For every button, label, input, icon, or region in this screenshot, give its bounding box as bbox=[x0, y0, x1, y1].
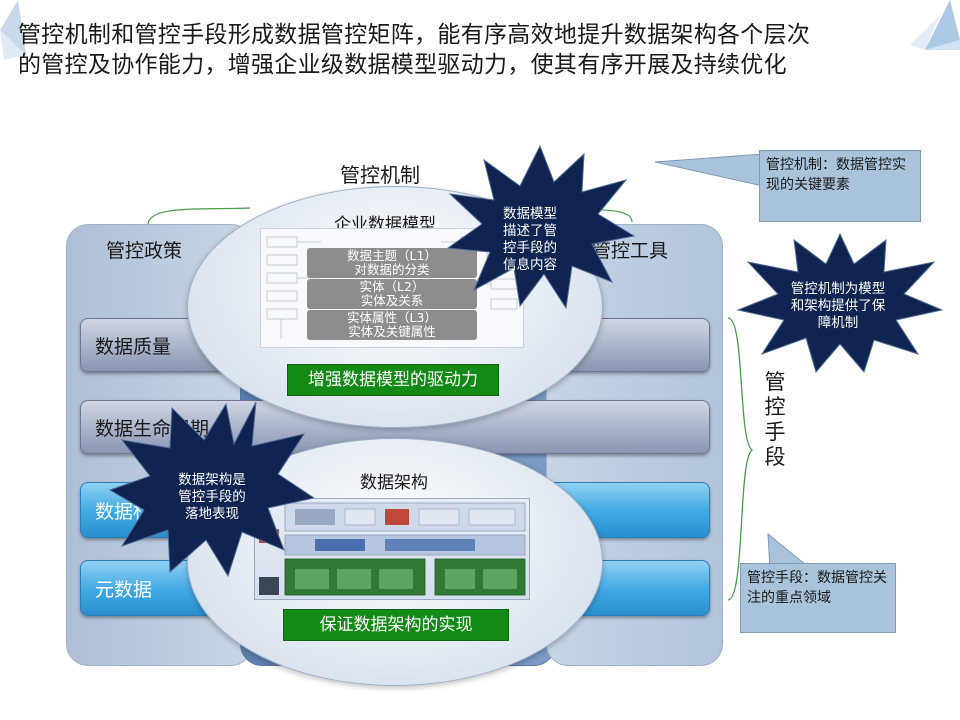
architecture-sketch bbox=[259, 502, 526, 596]
architecture-title: 数据架构 bbox=[360, 473, 428, 493]
model-layer-l3: 实体属性（L3） 实体及关键属性 bbox=[307, 310, 477, 340]
means-label: 管控手段 bbox=[764, 370, 786, 469]
title-line-1: 管控机制和管控手段形成数据管控矩阵，能有序高效地提升数据架构各个层次 bbox=[18, 22, 811, 48]
bar-label: 数据质量 bbox=[95, 335, 172, 358]
starburst-model-text: 数据模型描述了管控手段的信息内容 bbox=[503, 206, 557, 273]
model-layer-l1: 数据主题（L1） 对数据的分类 bbox=[307, 248, 477, 278]
starburst-architecture-shape bbox=[108, 401, 314, 578]
starburst-mechanism-shape bbox=[736, 232, 944, 374]
model-layer-l2: 实体（L2） 实体及关系 bbox=[307, 279, 477, 309]
page-title: 管控机制和管控手段形成数据管控矩阵，能有序高效地提升数据架构各个层次 的管控及协… bbox=[18, 20, 918, 80]
architecture-caption: 保证数据架构的实现 bbox=[283, 609, 509, 641]
corner-decoration-right bbox=[910, 0, 960, 50]
starburst-mechanism-text: 管控机制为模型和架构提供了保障机制 bbox=[790, 280, 886, 331]
starburst-architecture-text: 数据架构是管控手段的落地表现 bbox=[178, 471, 246, 522]
title-line-2: 的管控及协作能力，增强企业级数据模型驱动力，使其有序开展及持续优化 bbox=[18, 52, 787, 78]
architecture-diagram-image bbox=[254, 498, 530, 600]
model-caption: 增强数据模型的驱动力 bbox=[287, 364, 499, 396]
callout-means: 管控手段：数据管控关注的重点领域 bbox=[740, 563, 896, 633]
policy-label: 管控政策 bbox=[106, 240, 183, 262]
bar-label: 元数据 bbox=[95, 578, 153, 601]
mechanism-label: 管控机制 bbox=[340, 163, 420, 187]
starburst-model-shape bbox=[446, 144, 636, 310]
corner-decoration-left bbox=[0, 0, 26, 60]
tools-label: 管控工具 bbox=[592, 240, 669, 262]
callout-mechanism: 管控机制：数据管控实现的关键要素 bbox=[759, 150, 921, 222]
callout-mechanism-pointer bbox=[655, 153, 764, 187]
